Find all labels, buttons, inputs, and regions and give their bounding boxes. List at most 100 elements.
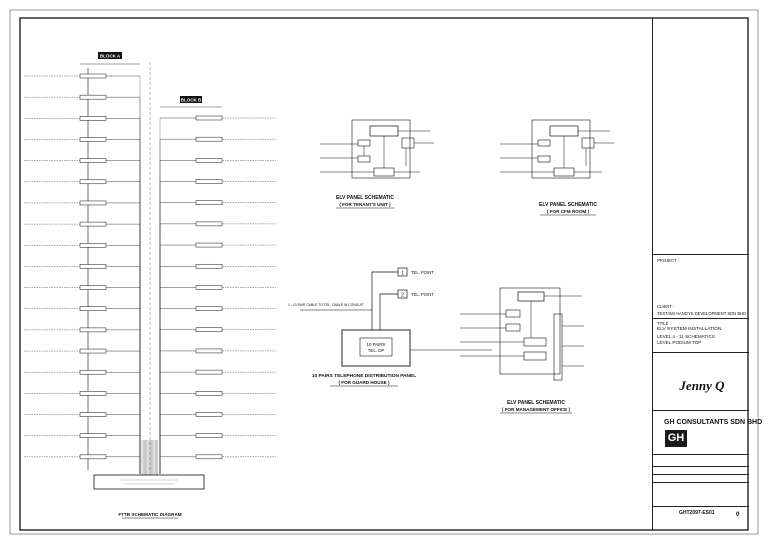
- client-logo: Jenny Q: [678, 378, 725, 393]
- tel-feed-2: [379, 293, 398, 330]
- floor-box-a: [79, 137, 107, 142]
- title-block: [652, 18, 749, 530]
- mgmt-module-3: [505, 323, 521, 332]
- floor-box-b: [195, 136, 223, 142]
- main-distribution-frame: [93, 474, 205, 490]
- client-logo-text: Jenny Q: [678, 378, 725, 393]
- floor-box-a: [79, 73, 107, 79]
- floor-box-b: [195, 158, 223, 163]
- block-b-tag-box: [180, 96, 202, 103]
- cfm-panel-sub: ( FOR CFM ROOM ): [547, 209, 590, 214]
- cfm-panel-module-4: [537, 155, 551, 163]
- title-line-2: LEVEL 4 - 11 SCHEMATICS: [657, 334, 715, 339]
- cfm-panel-title: ELV PANEL SCHEMATIC: [539, 202, 597, 208]
- tel-point-2-label: TEL. POINT: [411, 292, 434, 297]
- floor-box-a: [79, 94, 107, 100]
- cfm-panel-module-3: [581, 137, 595, 149]
- floor-box-a: [79, 391, 107, 396]
- tenant-panel-module-4: [357, 155, 371, 163]
- floor-box-a: [79, 306, 107, 311]
- drawing-number: GHT2097-ES01: [679, 510, 715, 516]
- floor-box-b: [195, 391, 223, 396]
- tb-divider-7: [653, 474, 749, 475]
- floor-box-a: [79, 264, 107, 269]
- block-a-tag: BLOCK A: [100, 54, 121, 59]
- mgmt-title: ELV PANEL SCHEMATIC: [507, 400, 565, 406]
- floor-box-b: [195, 433, 223, 438]
- floor-box-b: [195, 263, 223, 269]
- tb-divider-3: [653, 352, 749, 353]
- client-name: TESTAMI HANDYS DEVELOPMENT SDN BHD: [657, 311, 747, 316]
- tel-dp-box: [341, 329, 411, 367]
- mgmt-panel-frame: [499, 287, 561, 375]
- tb-divider-8: [653, 482, 749, 483]
- riser-diagram: [24, 62, 276, 475]
- mgmt-terminal-strip: [553, 313, 563, 381]
- tel-dp-line2: TEL. DP: [368, 348, 385, 353]
- guard-sub: ( FOR GUARD HOUSE ): [338, 380, 390, 385]
- cfm-panel-module: [549, 125, 579, 137]
- floor-box-a: [79, 327, 107, 333]
- tel-dp-line1: 10 PAIRS: [367, 342, 386, 347]
- cfm-panel-module-5: [553, 167, 575, 177]
- tenant-panel-sub: ( FOR TENANT'S UNIT ): [339, 202, 391, 207]
- elv-panel-management: [460, 287, 584, 381]
- tb-divider-4: [653, 410, 749, 411]
- mgmt-module-1: [517, 291, 545, 302]
- riser-title: FTTB SCHEMATIC DIAGRAM: [118, 512, 181, 517]
- title-line-3: LEVEL PODIUM TOP: [657, 340, 702, 345]
- guard-title: 10 PAIRS TELEPHONE DISTRIBUTION PANEL: [312, 373, 416, 379]
- block-a-tag-box: [98, 52, 122, 59]
- floor-box-a: [79, 285, 107, 290]
- floor-box-a: [79, 221, 107, 227]
- cfm-panel-frame: [531, 119, 591, 179]
- floor-box-b: [195, 348, 223, 354]
- floor-box-a: [79, 158, 107, 163]
- title-label: TITLE :: [657, 321, 671, 326]
- elv-panel-cfm: [500, 119, 614, 179]
- floor-box-b: [195, 454, 223, 460]
- tel-feed-1: [371, 271, 398, 330]
- floor-box-b: [195, 327, 223, 333]
- floor-box-a: [79, 454, 107, 460]
- tenant-panel-title: ELV PANEL SCHEMATIC: [336, 195, 394, 201]
- incoming-note: 1 - 10 PAIR CABLE TO TEL. CABLE IN CONDU…: [288, 303, 364, 307]
- client-label: CLIENT :: [657, 304, 675, 309]
- tenant-panel-frame: [351, 119, 411, 179]
- floor-box-b: [195, 200, 223, 205]
- cfm-panel-module-2: [537, 139, 551, 147]
- inner-border: [19, 17, 749, 531]
- mgmt-module-5: [523, 351, 547, 361]
- floor-box-b: [195, 179, 223, 184]
- floor-box-a: [79, 200, 107, 206]
- revision: 0: [736, 512, 740, 518]
- consultant-name: GH CONSULTANTS SDN BHD: [664, 419, 763, 426]
- elv-panel-tenant: [320, 119, 434, 179]
- floor-box-a: [79, 243, 107, 248]
- tel-point-1-label: TEL. POINT: [411, 270, 434, 275]
- mgmt-module-4: [523, 337, 547, 347]
- tb-divider-9: [653, 506, 749, 507]
- tb-divider-6: [653, 466, 749, 467]
- floor-box-b: [195, 369, 223, 375]
- outer-border: [9, 9, 759, 535]
- tenant-panel-module: [369, 125, 399, 137]
- mgmt-sub: ( FOR MANAGEMENT OFFICE ): [502, 407, 571, 412]
- consultant-logo: GH: [665, 430, 687, 447]
- tenant-panel-module-2: [357, 139, 371, 147]
- floor-box-a: [79, 433, 107, 438]
- title-line-1: ELV SYSTEM INSTALLATION: [657, 327, 722, 332]
- floor-box-a: [79, 179, 107, 185]
- tenant-panel-module-5: [373, 167, 395, 177]
- floor-box-b: [195, 306, 223, 311]
- floor-box-b: [195, 285, 223, 290]
- floor-box-b: [195, 412, 223, 417]
- floor-box-a: [79, 348, 107, 354]
- tel-point-2-num: 2: [401, 293, 404, 299]
- block-b-tag: BLOCK B: [181, 98, 202, 103]
- tel-dp-inner: [359, 337, 393, 357]
- floor-box-a: [79, 116, 107, 121]
- tb-divider-1: [653, 254, 749, 255]
- project-label: PROJECT :: [657, 258, 679, 263]
